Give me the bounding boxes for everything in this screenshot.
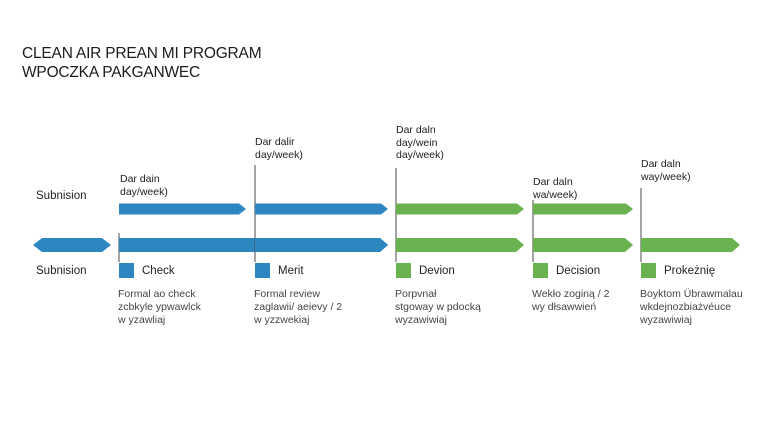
bottom-row-label: Subnision — [36, 265, 87, 277]
stage-color-swatch — [533, 263, 548, 278]
stage-color-swatch — [119, 263, 134, 278]
description-line: Boyktom Übrawmalau — [640, 288, 743, 300]
duration-line: day/wein — [396, 136, 438, 149]
lead-arrow-bottom — [33, 238, 111, 252]
stage-name: Merit — [278, 264, 304, 277]
top-row-label: Subnision — [36, 190, 87, 202]
stage-top-arrow — [119, 203, 246, 215]
title-line-1: CLEAN AIR PREAN MI PROGRAM — [22, 45, 262, 62]
stage-label: Check — [119, 263, 175, 278]
stage-bottom-arrow — [396, 238, 524, 252]
stage-top-arrow — [255, 203, 388, 215]
description-line: wyzawiwiaj — [640, 314, 692, 326]
duration-line: way/week) — [641, 170, 691, 183]
description-line: stgoway w pdocką — [395, 301, 481, 313]
stage-bottom-arrow — [641, 238, 740, 252]
stage-name: Check — [142, 264, 175, 277]
duration-line: day/week) — [255, 148, 303, 161]
title-line-2: WPOCZKA PAKGANWEC — [22, 64, 201, 81]
duration-line: day/week) — [120, 185, 168, 198]
stage-color-swatch — [255, 263, 270, 278]
description-line: Wekło zoginą / 2 — [532, 288, 610, 300]
stage-label: Merit — [255, 263, 304, 278]
stage-label: Prokeżnię — [641, 263, 715, 278]
duration-line: Dar dalir — [255, 136, 295, 148]
stage-name: Decision — [556, 264, 601, 277]
description-line: wyzawiwiaj — [395, 314, 447, 326]
description-line: Formal review — [254, 288, 320, 300]
description-line: w yzawliaj — [118, 314, 166, 326]
duration-line: wa/week) — [533, 188, 578, 201]
description-line: zaglawii/ aeievy / 2 — [254, 301, 343, 313]
stage-color-swatch — [641, 263, 656, 278]
stage-color-swatch — [396, 263, 411, 278]
duration-line: Dar daln — [533, 176, 573, 188]
description-line: Formal ao check — [118, 288, 196, 300]
diagram-title: CLEAN AIR PREAN MI PROGRAM WPOCZKA PAKGA… — [22, 44, 262, 82]
stage-bottom-arrow — [255, 238, 388, 252]
description-line: wkdejnozbiażvéuce — [640, 301, 732, 313]
description-line: Porpvnał — [395, 288, 437, 300]
duration-line: Dar daln — [396, 124, 436, 136]
description-line: zcbkyle ypwawlck — [118, 301, 201, 313]
stage-top-arrow — [533, 203, 633, 215]
duration-line: Dar daln — [641, 158, 681, 170]
stage-name: Prokeżnię — [664, 264, 716, 277]
description-line: w yzzwekiaj — [254, 314, 310, 326]
duration-line: day/week) — [396, 149, 444, 161]
stage-top-arrow — [396, 203, 524, 215]
stage-bottom-arrow — [533, 238, 633, 252]
duration-line: Dar dain — [120, 173, 160, 185]
stage-label: Decision — [533, 263, 600, 278]
stage-label: Devion — [396, 263, 455, 278]
description-line: wy dłsawwień — [532, 301, 597, 313]
stage-name: Devion — [419, 264, 455, 277]
